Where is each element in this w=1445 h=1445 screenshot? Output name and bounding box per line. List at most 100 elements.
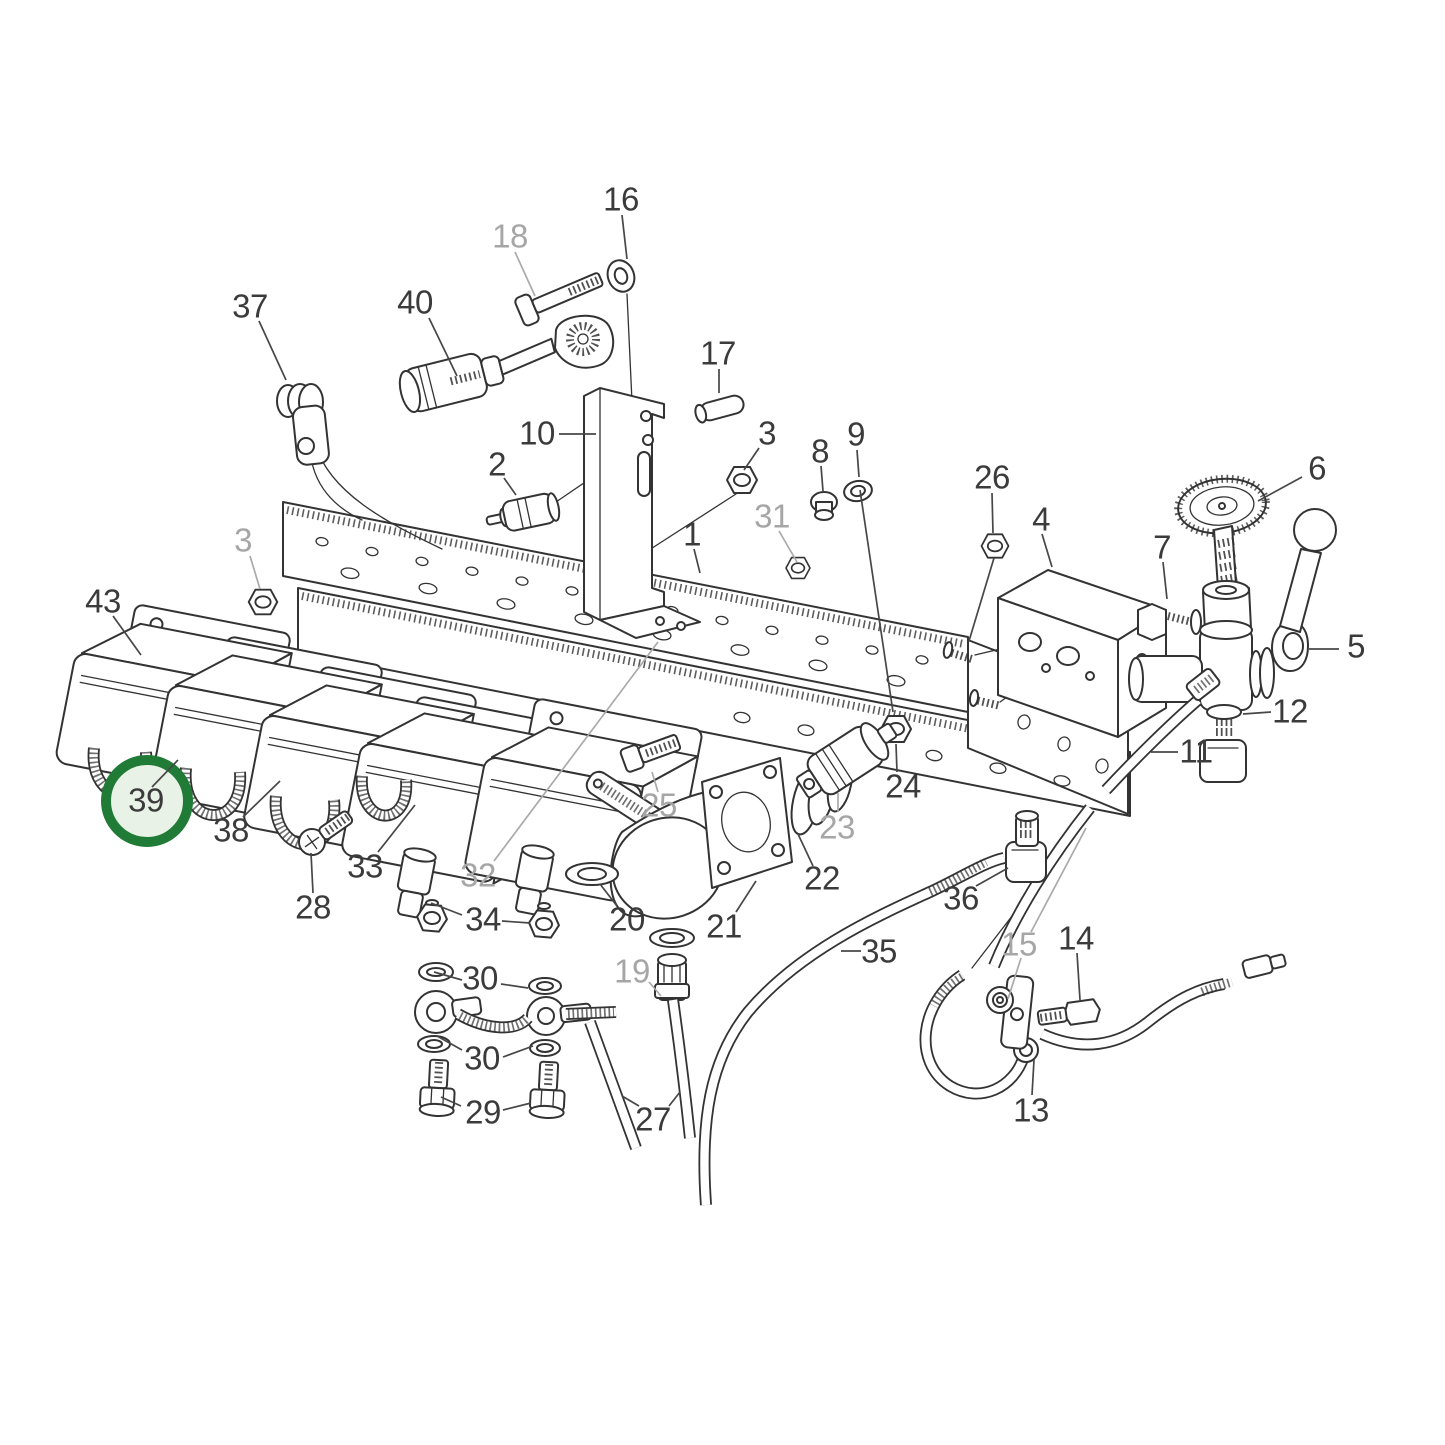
part-label-33[interactable]: 33 (347, 847, 383, 885)
hose-11 (988, 667, 1221, 969)
leader-line-2 (503, 477, 517, 496)
part-label-17[interactable]: 17 (700, 334, 736, 372)
bracket-10 (583, 387, 701, 639)
leader-line-6 (1257, 476, 1303, 502)
handwheel-6 (1174, 474, 1270, 538)
part-label-34[interactable]: 34 (465, 900, 501, 938)
banjo-bolt-29a (418, 1058, 456, 1118)
part-label-30[interactable]: 30 (462, 959, 498, 997)
plug-8 (810, 491, 838, 521)
leader-line-27 (621, 1095, 640, 1107)
bolt-14 (1036, 998, 1101, 1026)
part-label-19[interactable]: 19 (614, 952, 650, 990)
leader-line-40 (428, 317, 458, 377)
part-label-8[interactable]: 8 (811, 432, 829, 470)
part-label-30[interactable]: 30 (464, 1039, 500, 1077)
screw-28 (298, 810, 354, 856)
leader-line-9 (859, 489, 894, 713)
part-label-11[interactable]: 11 (1179, 732, 1213, 770)
part-label-7[interactable]: 7 (1153, 528, 1171, 566)
part-label-32[interactable]: 32 (460, 856, 496, 894)
leader-line-15 (1007, 957, 1022, 1000)
part-label-3[interactable]: 3 (758, 414, 776, 452)
part-label-35[interactable]: 35 (861, 932, 897, 970)
leader-line-30 (433, 971, 463, 981)
part-label-15[interactable]: 15 (1001, 925, 1037, 963)
part-label-13[interactable]: 13 (1013, 1091, 1049, 1129)
part-label-2[interactable]: 2 (488, 445, 506, 483)
leader-line-43 (112, 615, 142, 656)
part-label-12[interactable]: 12 (1272, 692, 1308, 730)
part-label-36[interactable]: 36 (943, 879, 979, 917)
leader-line-22 (797, 833, 814, 867)
solenoid-21 (609, 755, 854, 920)
part-label-21[interactable]: 21 (706, 907, 742, 945)
leader-line-13 (1031, 1059, 1035, 1096)
gasket-20a (565, 862, 619, 886)
pin-17 (694, 394, 745, 424)
part-label-25[interactable]: 25 (641, 786, 677, 824)
fitting-19 (654, 953, 690, 1001)
leader-line-7 (1162, 561, 1168, 600)
leader-line-1 (693, 548, 701, 574)
leader-line-8 (820, 465, 824, 492)
part-label-37[interactable]: 37 (232, 287, 268, 325)
part-label-9[interactable]: 9 (847, 415, 865, 453)
leader-line-9 (856, 449, 860, 478)
part-label-10[interactable]: 10 (519, 414, 555, 452)
leader-line-26 (968, 557, 995, 642)
part-label-5[interactable]: 5 (1347, 627, 1365, 665)
hose-27-left (584, 1019, 642, 1151)
part-label-28[interactable]: 28 (295, 888, 331, 926)
leader-line-32 (493, 641, 659, 862)
leader-line-37 (258, 320, 287, 381)
part-label-1[interactable]: 1 (683, 515, 701, 553)
leader-line-30 (500, 983, 529, 989)
clevis-37 (276, 383, 330, 466)
part-label-24[interactable]: 24 (885, 767, 921, 805)
part-label-27[interactable]: 27 (635, 1100, 671, 1138)
part-label-39-highlighted[interactable]: 39 (128, 781, 164, 819)
part-label-26[interactable]: 26 (974, 458, 1010, 496)
part-label-38[interactable]: 38 (213, 811, 249, 849)
elbow-36 (1005, 810, 1047, 883)
leader-line-4 (1041, 533, 1053, 568)
washer-16 (606, 259, 636, 293)
leader-line-34 (501, 920, 531, 924)
leader-line-12 (1242, 711, 1272, 715)
hose-27-right (667, 999, 696, 1139)
leader-line-26 (991, 492, 994, 534)
part-label-29[interactable]: 29 (465, 1093, 501, 1131)
leader-line-19 (648, 981, 662, 997)
part-label-16[interactable]: 16 (603, 180, 639, 218)
part-label-3[interactable]: 3 (234, 521, 252, 559)
leader-line-24 (895, 743, 898, 773)
part-label-4[interactable]: 4 (1032, 500, 1050, 538)
part-label-6[interactable]: 6 (1308, 449, 1326, 487)
leader-line-27 (668, 1091, 681, 1107)
flange-22 (701, 757, 793, 889)
part-label-20[interactable]: 20 (609, 900, 645, 938)
part-label-31[interactable]: 31 (754, 497, 790, 535)
leader-line-18 (514, 251, 536, 297)
part-label-43[interactable]: 43 (85, 582, 121, 620)
fitting-stack-33 (396, 847, 483, 1118)
leader-line-30 (436, 1035, 463, 1051)
leader-line-39 (151, 759, 179, 788)
leader-line-3 (249, 555, 261, 590)
leader-line-3 (743, 447, 760, 471)
part-label-23[interactable]: 23 (819, 808, 855, 846)
leader-line-33 (377, 804, 416, 853)
leader-line-20 (599, 883, 618, 907)
leader-line-28 (310, 852, 314, 894)
part-label-18[interactable]: 18 (492, 217, 528, 255)
part-label-40[interactable]: 40 (397, 283, 433, 321)
leader-line-38 (242, 780, 281, 818)
leader-line-25 (651, 771, 659, 793)
valve-assembly-5 (1128, 474, 1337, 783)
part-label-22[interactable]: 22 (804, 859, 840, 897)
part-label-14[interactable]: 14 (1058, 919, 1094, 957)
fitting-7 (1137, 603, 1202, 641)
